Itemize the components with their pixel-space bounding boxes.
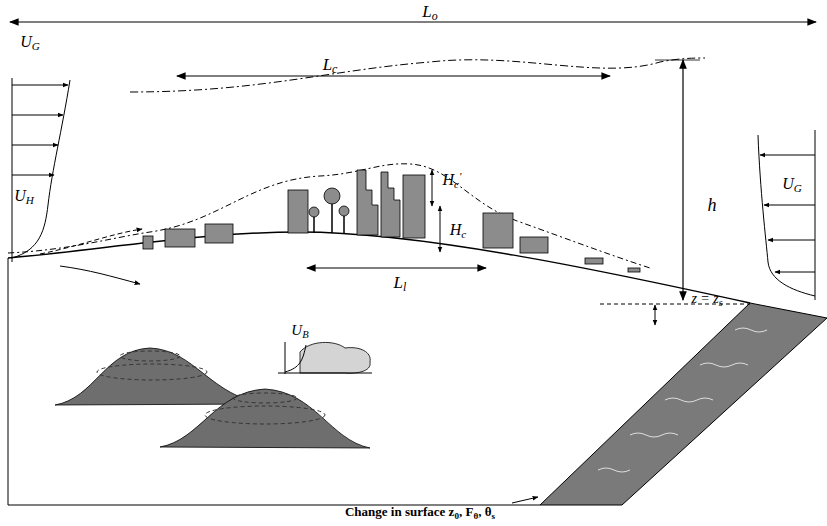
height-label: Hc' bbox=[443, 172, 462, 188]
height-label: h bbox=[708, 196, 717, 214]
velocity-label: UG bbox=[782, 176, 802, 192]
velocity-label: UG bbox=[20, 34, 40, 50]
caption-note: Change in surface z0, Fθ, θs bbox=[345, 505, 495, 518]
height-label: Hc bbox=[450, 222, 467, 238]
length-label: Ll bbox=[394, 274, 407, 291]
velocity-label: UB bbox=[291, 323, 308, 338]
length-label: Lc bbox=[323, 56, 338, 73]
height-label: z = zs bbox=[691, 292, 722, 306]
length-label: Lo bbox=[422, 3, 437, 20]
velocity-label: UH bbox=[14, 188, 34, 204]
